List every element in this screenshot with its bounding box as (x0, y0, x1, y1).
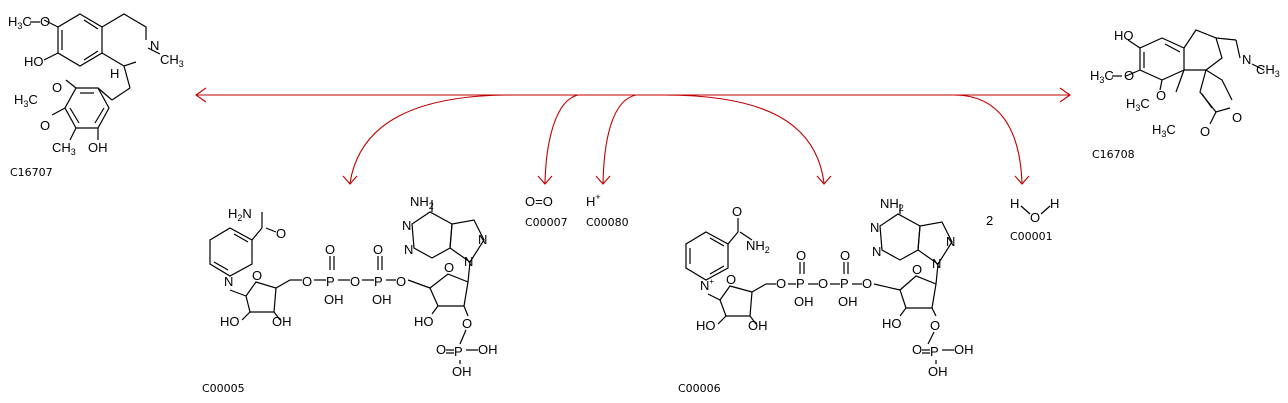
svg-text:OH: OH (324, 292, 344, 307)
svg-text:OH: OH (748, 318, 768, 333)
svg-text:O: O (350, 274, 360, 289)
svg-text:O: O (1124, 68, 1134, 83)
compound-c00080-label: C00080 (586, 216, 629, 229)
svg-text:O: O (796, 248, 806, 263)
svg-text:HO: HO (414, 314, 434, 329)
svg-text:H2N: H2N (228, 206, 252, 223)
compound-c00006-structure[interactable]: O NH2 N+ O HO OH O P O OH O P O OH O O H… (685, 196, 974, 379)
proton-formula: H+ (586, 192, 601, 209)
svg-text:HO: HO (220, 314, 240, 329)
svg-text:N: N (478, 232, 487, 247)
svg-text:H: H (1010, 196, 1019, 211)
svg-text:N: N (932, 256, 941, 271)
svg-text:N: N (402, 218, 411, 233)
compound-c00007-label: C00007 (525, 216, 568, 229)
svg-text:O: O (818, 276, 828, 291)
oxygen-formula: O=O (525, 194, 553, 209)
svg-text:NH2: NH2 (746, 238, 770, 255)
svg-text:O: O (1232, 110, 1242, 125)
water-stoichiometry: 2 (986, 213, 993, 228)
svg-text:OH: OH (272, 314, 292, 329)
svg-text:O: O (40, 118, 50, 133)
reaction-arrows (195, 87, 1071, 185)
svg-text:OH: OH (928, 364, 948, 379)
compound-c00006-label: C00006 (678, 382, 721, 395)
svg-text:O: O (726, 272, 736, 287)
svg-text:P: P (930, 344, 939, 359)
svg-text:O: O (444, 260, 454, 275)
svg-text:N+: N+ (700, 277, 714, 293)
svg-text:O: O (776, 276, 786, 291)
svg-text:P: P (454, 344, 463, 359)
svg-text:O: O (396, 274, 406, 289)
svg-text:N: N (464, 254, 473, 269)
svg-text:HO: HO (696, 318, 716, 333)
svg-text:O: O (862, 276, 872, 291)
svg-text:H3C: H3C (8, 14, 32, 31)
compound-c00001-structure[interactable]: 2 H O H (986, 196, 1059, 228)
svg-text:OH: OH (838, 294, 858, 309)
svg-text:OH: OH (794, 294, 814, 309)
svg-text:H3C: H3C (1152, 122, 1176, 139)
svg-text:O: O (1200, 124, 1210, 139)
compound-c00080-structure[interactable]: H+ (586, 192, 601, 209)
svg-text:O: O (325, 242, 335, 257)
svg-text:H3C: H3C (1126, 96, 1150, 113)
svg-text:H3C: H3C (1090, 68, 1114, 85)
svg-text:O: O (1156, 88, 1166, 103)
svg-text:N: N (404, 242, 413, 257)
svg-text:NH2: NH2 (880, 196, 904, 213)
svg-text:HO: HO (882, 316, 902, 331)
svg-text:N: N (150, 38, 159, 53)
compound-c16707-structure[interactable]: H3C O HO N CH3 H H3C O O CH3 OH (8, 13, 184, 157)
svg-text:O: O (373, 242, 383, 257)
svg-text:CH3: CH3 (1256, 62, 1280, 79)
svg-text:HO: HO (24, 54, 44, 69)
svg-text:HO: HO (1114, 28, 1134, 43)
svg-text:N: N (1242, 52, 1251, 67)
svg-text:N: N (224, 274, 233, 289)
svg-text:O: O (276, 226, 286, 241)
compound-c00007-structure[interactable]: O=O (525, 194, 553, 209)
compound-c16708-structure[interactable]: HO H3C O O H3C N CH3 O O H3C (1090, 28, 1280, 139)
svg-text:O: O (1030, 210, 1040, 225)
svg-text:O: O (462, 316, 472, 331)
svg-text:O: O (840, 248, 850, 263)
svg-text:H3C: H3C (14, 92, 38, 109)
svg-text:OH: OH (452, 364, 472, 379)
svg-text:O: O (912, 342, 922, 357)
svg-text:O: O (40, 14, 50, 29)
svg-text:NH2: NH2 (410, 194, 434, 211)
svg-text:O: O (302, 274, 312, 289)
svg-text:N: N (870, 220, 879, 235)
svg-text:P: P (374, 274, 383, 289)
svg-text:CH3: CH3 (160, 52, 184, 69)
compound-c00001-label: C00001 (1010, 230, 1053, 243)
svg-text:P: P (796, 276, 805, 291)
svg-text:CH3: CH3 (52, 140, 76, 157)
svg-text:P: P (326, 274, 335, 289)
svg-text:OH: OH (372, 292, 392, 307)
compound-c00005-label: C00005 (202, 382, 245, 395)
compound-c16707-label: C16707 (10, 166, 53, 179)
compound-c16708-label: C16708 (1092, 148, 1135, 161)
svg-text:O: O (436, 342, 446, 357)
svg-text:P: P (840, 276, 849, 291)
svg-text:O: O (252, 268, 262, 283)
svg-text:N: N (946, 234, 955, 249)
svg-text:O: O (912, 262, 922, 277)
svg-text:OH: OH (88, 140, 108, 155)
svg-text:H: H (110, 66, 119, 81)
svg-text:O: O (52, 80, 62, 95)
compound-c00005-structure[interactable]: H2N O N O HO OH O P O OH O P O OH O O (209, 194, 498, 379)
svg-text:O: O (930, 318, 940, 333)
svg-text:OH: OH (954, 342, 974, 357)
svg-text:N: N (872, 244, 881, 259)
svg-text:OH: OH (478, 342, 498, 357)
svg-text:O: O (732, 204, 742, 219)
svg-text:H: H (1050, 196, 1059, 211)
